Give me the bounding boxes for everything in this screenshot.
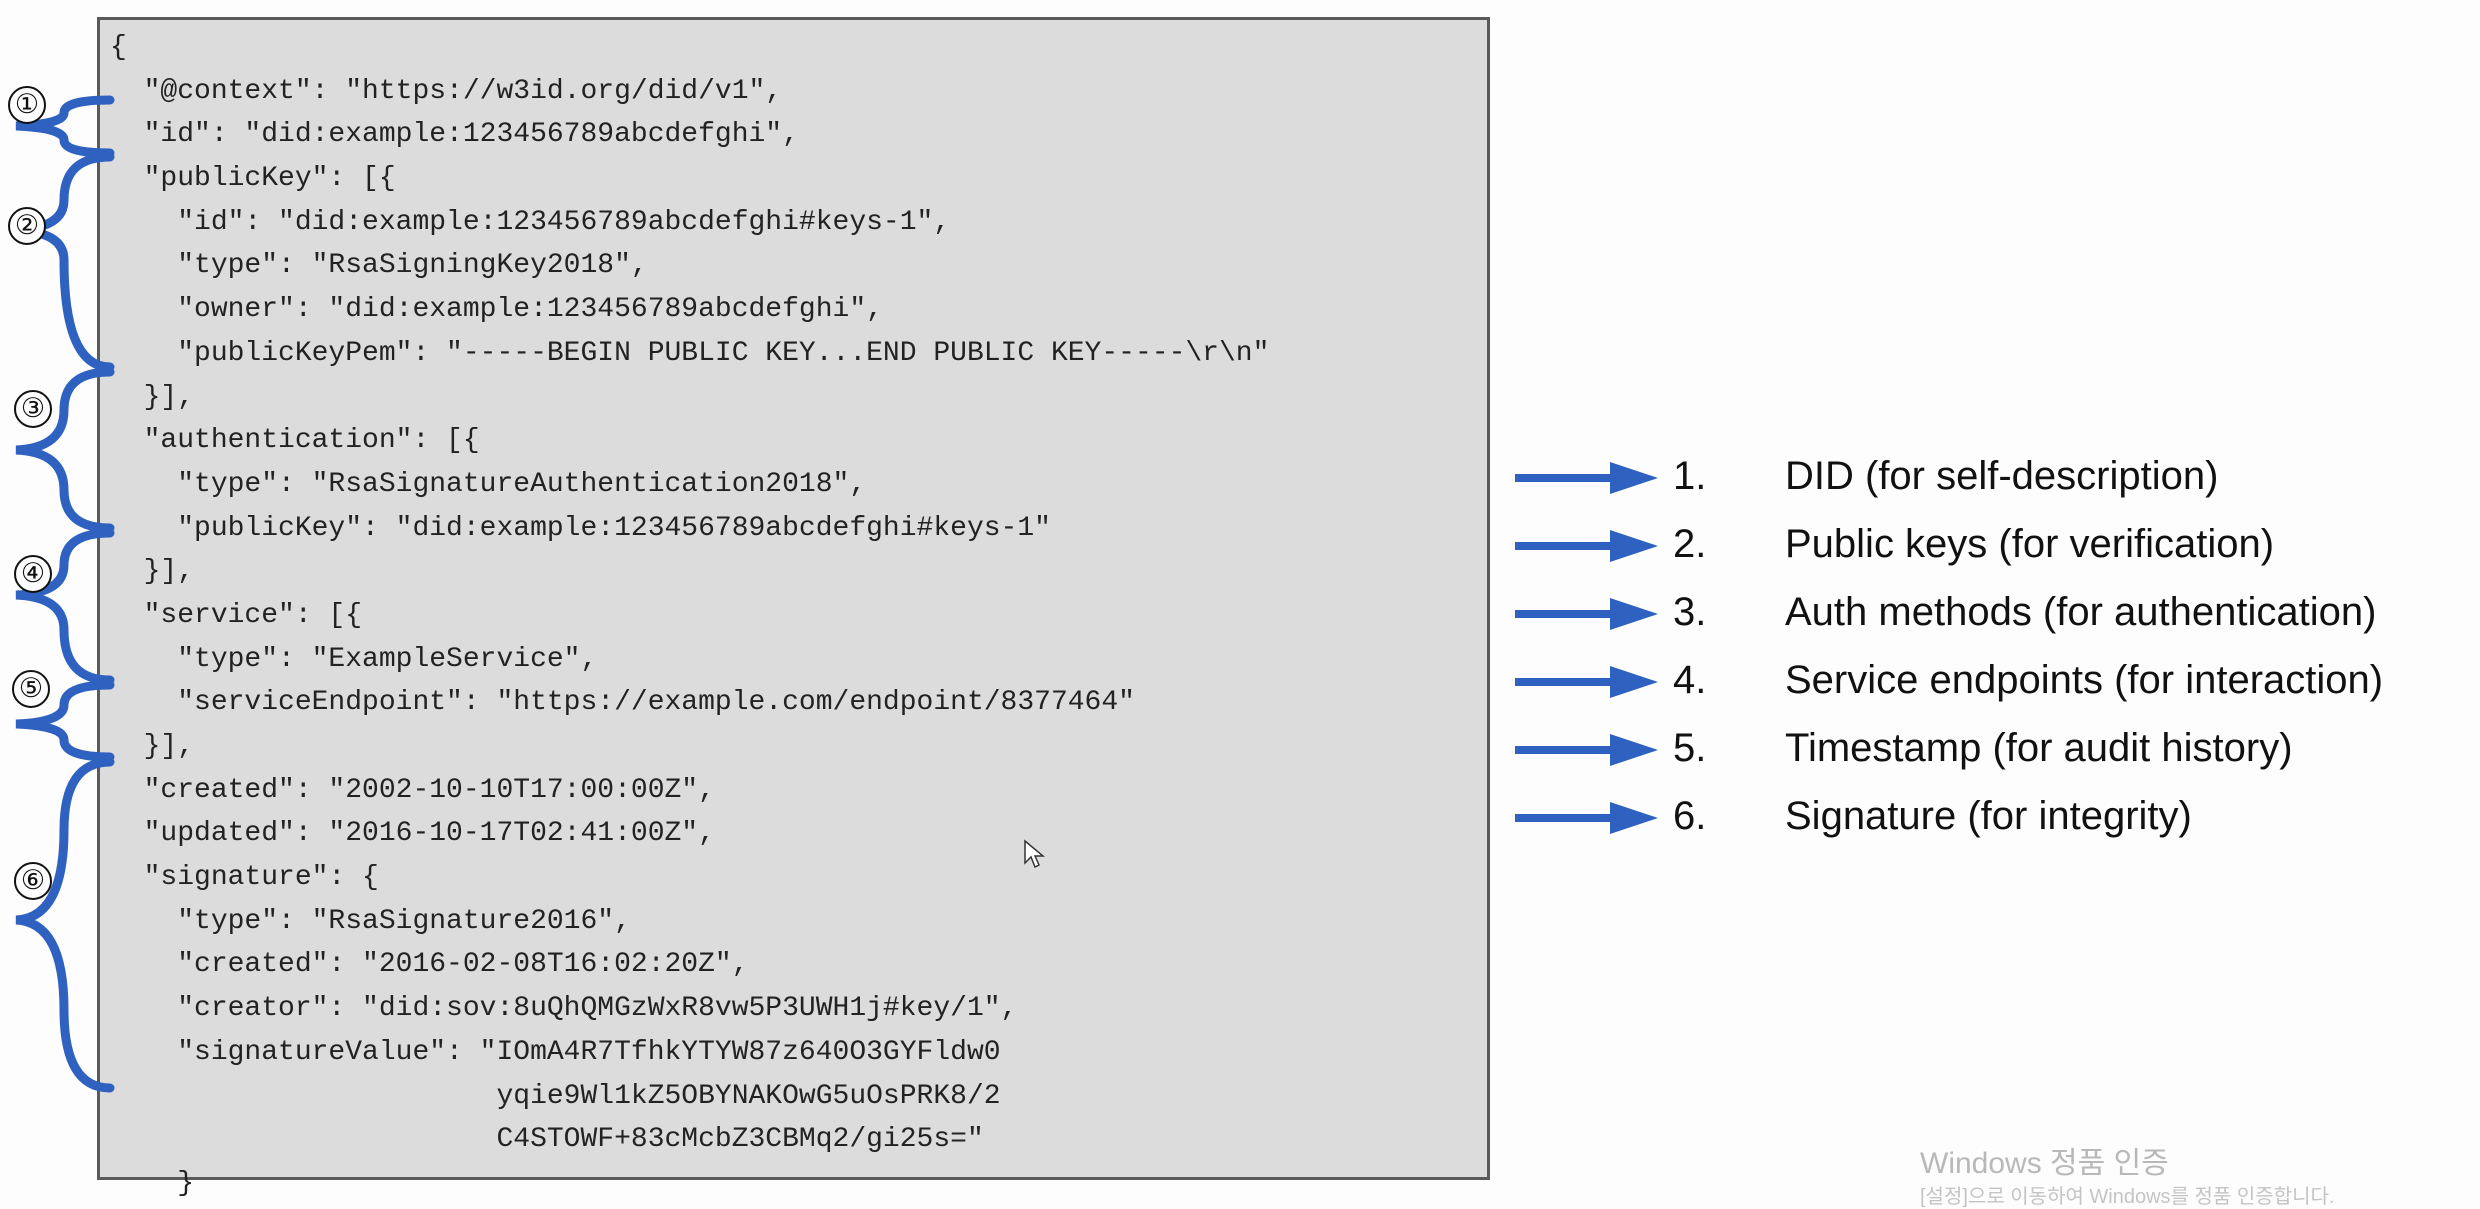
section-marker-2: ② bbox=[8, 207, 46, 245]
mouse-cursor-icon bbox=[1024, 839, 1045, 869]
code-line: "publicKey": "did:example:123456789abcde… bbox=[110, 512, 1051, 544]
legend-label: Timestamp (for audit history) bbox=[1785, 726, 2293, 770]
legend-item-3: 3. Auth methods (for authentication) bbox=[1510, 584, 2470, 644]
code-line: }], bbox=[110, 556, 195, 588]
code-line: "type": "RsaSignatureAuthentication2018"… bbox=[110, 468, 867, 500]
legend-item-4: 4. Service endpoints (for interaction) bbox=[1510, 652, 2470, 712]
json-code-block: { "@context": "https://w3id.org/did/v1",… bbox=[110, 26, 1269, 1206]
arrow-right-icon bbox=[1515, 598, 1658, 630]
brace-icon bbox=[15, 680, 115, 762]
code-line: "authentication": [{ bbox=[110, 425, 480, 457]
section-marker-6: ⑥ bbox=[14, 862, 52, 900]
legend-item-2: 2. Public keys (for verification) bbox=[1510, 516, 2470, 576]
code-line: "@context": "https://w3id.org/did/v1", bbox=[110, 75, 783, 107]
code-line: "type": "RsaSigningKey2018", bbox=[110, 250, 648, 282]
code-line: "signature": { bbox=[110, 862, 379, 894]
legend-number: 1. bbox=[1673, 454, 1707, 498]
brace-icon bbox=[15, 528, 115, 685]
windows-activation-title: Windows 정품 인증 bbox=[1920, 1147, 2169, 1180]
code-line: "publicKey": [{ bbox=[110, 163, 396, 195]
code-line: }], bbox=[110, 381, 195, 413]
section-marker-1: ① bbox=[8, 86, 46, 124]
code-line: } bbox=[110, 1167, 195, 1199]
code-line: "owner": "did:example:123456789abcdefghi… bbox=[110, 294, 883, 326]
legend-item-5: 5. Timestamp (for audit history) bbox=[1510, 720, 2470, 780]
section-braces bbox=[15, 95, 115, 1093]
code-line: "service": [{ bbox=[110, 599, 363, 631]
windows-activation-subtitle: [설정]으로 이동하여 Windows를 정품 인증합니다. bbox=[1920, 1186, 2335, 1208]
legend-number: 5. bbox=[1673, 726, 1707, 770]
legend-item-1: 1. DID (for self-description) bbox=[1510, 448, 2470, 508]
arrow-right-icon bbox=[1515, 666, 1658, 698]
section-marker-4: ④ bbox=[14, 555, 52, 593]
arrow-right-icon bbox=[1515, 802, 1658, 834]
code-line: "created": "2016-02-08T16:02:20Z", bbox=[110, 949, 749, 981]
legend-number: 3. bbox=[1673, 590, 1707, 634]
arrow-right-icon bbox=[1515, 734, 1658, 766]
legend-number: 6. bbox=[1673, 794, 1707, 838]
code-line: "id": "did:example:123456789abcdefghi", bbox=[110, 119, 799, 151]
brace-icon bbox=[15, 757, 115, 1093]
legend-number: 4. bbox=[1673, 658, 1707, 702]
legend-number: 2. bbox=[1673, 522, 1707, 566]
code-line: C4STOWF+83cMcbZ3CBMq2/gi25s=" bbox=[110, 1124, 984, 1156]
code-line: "signatureValue": "IOmA4R7TfhkYTYW87z640… bbox=[110, 1036, 1001, 1068]
section-marker-5: ⑤ bbox=[12, 670, 50, 708]
legend-item-6: 6. Signature (for integrity) bbox=[1510, 788, 2470, 848]
section-marker-3: ③ bbox=[14, 390, 52, 428]
legend-label: Auth methods (for authentication) bbox=[1785, 590, 2377, 634]
legend-label: Service endpoints (for interaction) bbox=[1785, 658, 2384, 702]
code-line: "updated": "2016-10-17T02:41:00Z", bbox=[110, 818, 715, 850]
brace-icon bbox=[15, 367, 115, 533]
code-panel bbox=[97, 17, 1490, 1180]
code-line: "serviceEndpoint": "https://example.com/… bbox=[110, 687, 1135, 719]
legend-label: Signature (for integrity) bbox=[1785, 794, 2192, 838]
legend-label: DID (for self-description) bbox=[1785, 454, 2219, 498]
code-line: "id": "did:example:123456789abcdefghi#ke… bbox=[110, 206, 951, 238]
brace-icon bbox=[15, 95, 115, 158]
code-line: { bbox=[110, 32, 127, 63]
code-line: "creator": "did:sov:8uQhQMGzWxR8vw5P3UWH… bbox=[110, 993, 1018, 1025]
code-line: "created": "2002-10-10T17:00:00Z", bbox=[110, 774, 715, 806]
legend-label: Public keys (for verification) bbox=[1785, 522, 2275, 566]
arrow-right-icon bbox=[1515, 462, 1658, 494]
code-line: }], bbox=[110, 731, 195, 762]
code-line: "type": "RsaSignature2016", bbox=[110, 905, 631, 937]
code-line: yqie9Wl1kZ5OBYNAKOwG5uOsPRK8/2 bbox=[110, 1080, 1001, 1112]
code-line: "publicKeyPem": "-----BEGIN PUBLIC KEY..… bbox=[110, 337, 1270, 369]
brace-icon bbox=[15, 152, 115, 372]
arrow-right-icon bbox=[1515, 530, 1658, 562]
code-line: "type": "ExampleService", bbox=[110, 643, 598, 675]
